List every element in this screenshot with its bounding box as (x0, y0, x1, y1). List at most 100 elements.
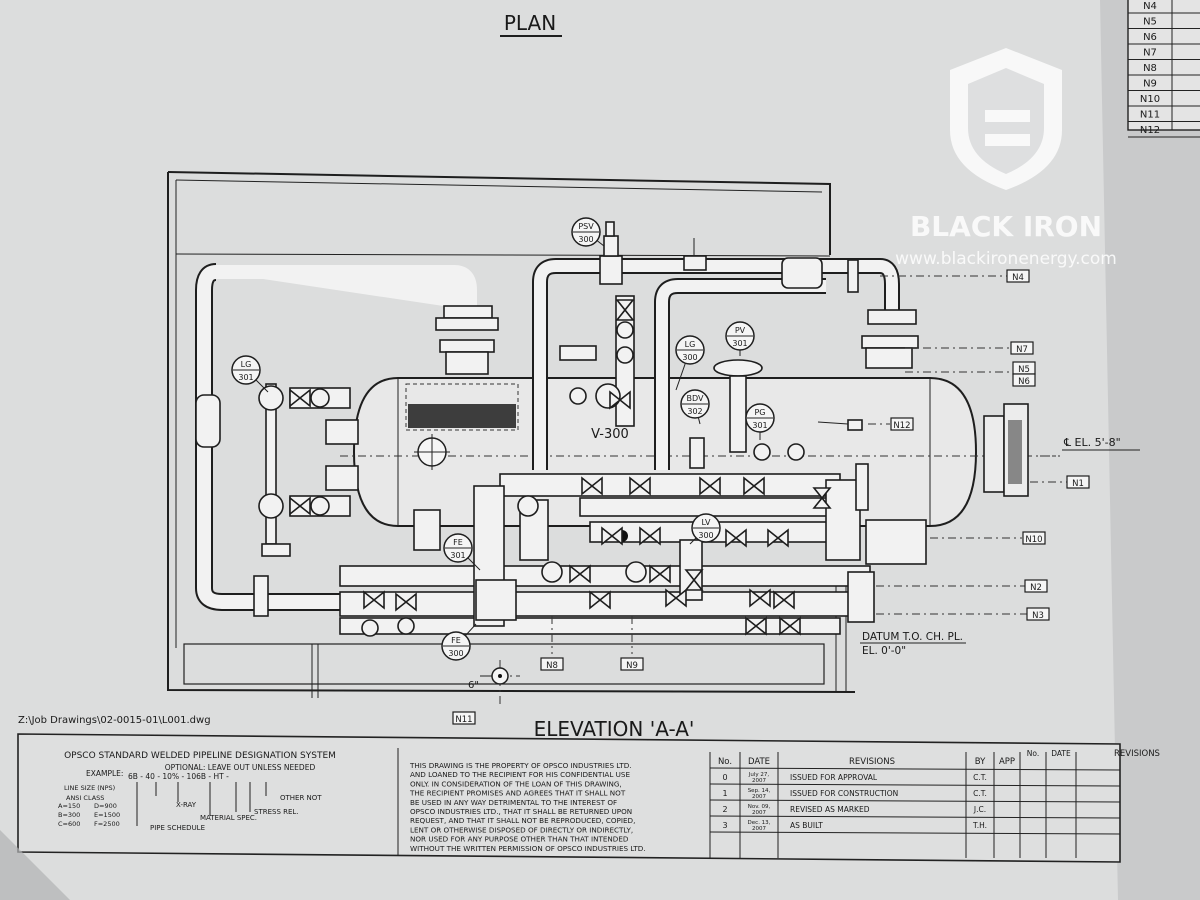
top-relief-piping (532, 221, 919, 470)
instrument-tag-lg300: LG (685, 340, 696, 349)
instrument-tag-bdv302: BDV (687, 394, 705, 403)
valve-icon (745, 616, 767, 636)
revision-row-date: Sep. 14, (748, 788, 771, 794)
instrument-number-lg301: 301 (238, 373, 253, 382)
valve-icon (699, 476, 721, 496)
notice-line: BE USED IN ANY WAY DETRIMENTAL TO THE IN… (410, 798, 617, 807)
revision-row-year: 2007 (752, 794, 766, 800)
manifold-piping (339, 419, 927, 637)
valve-icon (395, 592, 417, 612)
revision-row-no: 1 (722, 789, 727, 798)
valve-icon (569, 564, 591, 584)
valve-icon (601, 526, 623, 546)
valve-icon (767, 528, 789, 548)
designation-line-size: LINE SIZE (NPS) (64, 784, 115, 792)
instrument-tag-pv301: PV (735, 326, 746, 335)
valve-icon (363, 590, 385, 610)
dimension-note: 6" (468, 680, 479, 691)
valve-icon (749, 588, 771, 608)
nozzle-schedule-n8: N8 (1143, 63, 1157, 74)
datum-note-line2: EL. 0'-0" (862, 645, 906, 657)
nozzle-tag-box-n12 (890, 417, 914, 431)
revision2-header-date: DATE (1051, 749, 1071, 758)
nozzle-tag-n3: N3 (1032, 611, 1044, 621)
designation-other-not: OTHER NOT (280, 794, 322, 802)
valve-icon (779, 616, 801, 636)
valve-icon (289, 496, 311, 516)
designation-example-label: EXAMPLE: (86, 769, 123, 778)
valves-group (289, 299, 832, 636)
revision2-header-no: No. (1027, 749, 1039, 758)
title-block (17, 733, 1121, 863)
notice-line: LENT OR OTHERWISE DISPOSED OF DIRECTLY O… (410, 825, 633, 834)
nozzle-tag-n4: N4 (1012, 273, 1024, 283)
notice-line: THIS DRAWING IS THE PROPERTY OF OPSCO IN… (409, 761, 632, 770)
nozzle-schedule-n10: N10 (1140, 94, 1160, 105)
nozzle-tag-n5: N5 (1018, 365, 1030, 375)
shadow-bottom-left (0, 830, 70, 900)
valve-icon (684, 569, 704, 591)
designation-optional: OPTIONAL: LEAVE OUT UNLESS NEEDED (165, 763, 316, 772)
notice-line: REQUEST, AND THAT IT SHALL NOT BE REPROD… (410, 816, 635, 825)
plan-title: PLAN (504, 11, 556, 35)
designation-class-b: B=300 (58, 811, 80, 819)
nozzle-schedule-n12: N12 (1140, 125, 1160, 136)
revision-row-year: 2007 (752, 778, 766, 784)
notice-line: THE RECIPIENT PROMISES AND AGREES THAT I… (409, 789, 626, 798)
valve-icon (743, 476, 765, 496)
valve-icon (725, 528, 747, 548)
revision-row-date: Nov. 09, (748, 804, 771, 810)
nozzle-tag-box-n11 (452, 711, 476, 725)
valve-icon (289, 388, 311, 408)
instrument-number-lg300: 300 (682, 353, 697, 362)
valve-icon (589, 590, 611, 610)
designation-class-e: E=1500 (94, 811, 120, 819)
pipeline-designation-legend: OPSCO STANDARD WELDED PIPELINE DESIGNATI… (58, 751, 336, 832)
nozzle-tag-box-n4 (1006, 269, 1030, 283)
instrument-tag-psv300: PSV (578, 222, 594, 231)
revision-header-by: BY (975, 757, 986, 767)
revision-row-no: 2 (722, 805, 727, 814)
instrument-tag-fe300: FE (451, 636, 461, 645)
nozzle-schedule-n7: N7 (1143, 48, 1157, 59)
notice-line: NOR USED FOR ANY PURPOSE OTHER THAN THAT… (410, 835, 629, 844)
watermark-url: www.blackironenergy.com (895, 249, 1117, 269)
designation-pipe-schedule: PIPE SCHEDULE (150, 824, 205, 832)
file-path: Z:\Job Drawings\02-0015-01\L001.dwg (18, 715, 211, 726)
revision-row-by: C.T. (973, 773, 987, 782)
nozzle-tag-box-n9 (620, 657, 644, 671)
nozzle-tag-box-n10 (1022, 531, 1046, 545)
instrument-number-pg301: 301 (752, 421, 767, 430)
valve-icon (639, 526, 661, 546)
paper-right-page (1100, 0, 1200, 900)
nozzle-tag-box-n7 (1010, 341, 1034, 355)
instrument-tag-lg301: LG (241, 360, 252, 369)
revision-header-app: APP (999, 757, 1015, 767)
nozzle-tag-n2: N2 (1030, 583, 1042, 593)
nozzle-tag-n10: N10 (1025, 535, 1042, 545)
confidentiality-notice: THIS DRAWING IS THE PROPERTY OF OPSCO IN… (409, 761, 646, 853)
designation-class-a: A=150 (58, 802, 80, 810)
watermark-brand: BLACK IRON (910, 210, 1102, 243)
instrument-number-psv300: 300 (578, 235, 593, 244)
nozzle-tag-box-n1 (1066, 475, 1090, 489)
elevation-title: ELEVATION 'A-A' (534, 717, 695, 741)
nozzle-tag-box-n6 (1012, 373, 1036, 387)
revision-row-by: C.T. (973, 789, 987, 798)
nozzle-tag-box-n3 (1026, 607, 1050, 621)
revision-row-date: July 27, (748, 772, 770, 778)
valve-icon (773, 590, 795, 610)
nozzle-n11-center (498, 674, 502, 678)
designation-class-d: D=900 (94, 802, 117, 810)
revision-row-description: ISSUED FOR APPROVAL (790, 773, 878, 782)
nozzle-tag-n12: N12 (893, 421, 910, 431)
revision-row-year: 2007 (752, 826, 766, 832)
revision-row-description: REVISED AS MARKED (790, 805, 870, 814)
valve-icon (581, 476, 603, 496)
designation-title: OPSCO STANDARD WELDED PIPELINE DESIGNATI… (64, 751, 336, 761)
instrument-number-pv301: 301 (732, 339, 747, 348)
revision-row-by: T.H. (972, 821, 987, 830)
